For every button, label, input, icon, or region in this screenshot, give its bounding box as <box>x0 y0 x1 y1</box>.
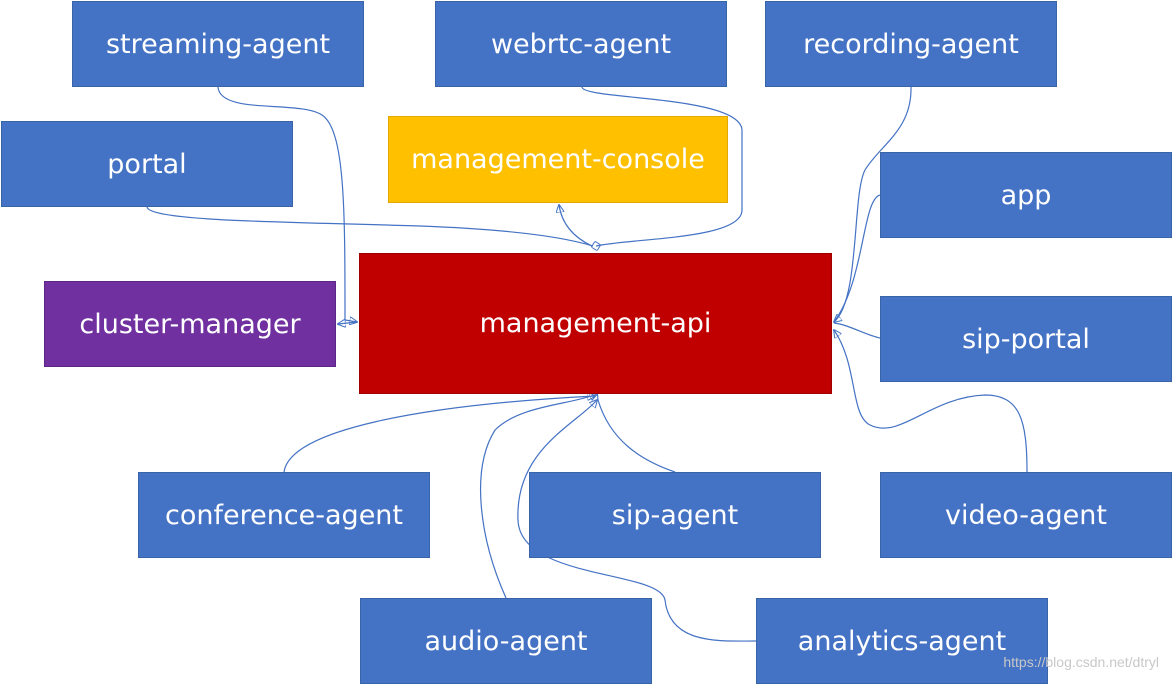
analytics-agent-label: analytics-agent <box>797 625 1007 657</box>
audio-agent-label: audio-agent <box>424 625 588 657</box>
webrtc-agent-box: webrtc-agent <box>435 1 727 87</box>
portal-label: portal <box>107 148 187 180</box>
analytics-agent-box: analytics-agent <box>756 598 1048 684</box>
edge-conference-to-api <box>283 396 595 473</box>
edge-streaming-to-api <box>217 86 357 322</box>
audio-agent-box: audio-agent <box>360 598 652 684</box>
edge-webrtc-to-api <box>581 86 743 246</box>
app-label: app <box>1000 179 1052 211</box>
edge-recording-to-api <box>834 86 912 322</box>
sip-agent-label: sip-agent <box>611 499 739 531</box>
edge-api-to-console <box>559 205 593 247</box>
edge-analytics-to-api <box>517 400 757 642</box>
video-agent-box: video-agent <box>880 472 1172 558</box>
cluster-manager-label: cluster-manager <box>79 308 301 340</box>
edge-api-to-cluster-manager <box>338 322 358 324</box>
management-api-box: management-api <box>359 253 832 394</box>
portal-box: portal <box>1 121 293 207</box>
conference-agent-box: conference-agent <box>138 472 430 558</box>
recording-agent-box: recording-agent <box>765 1 1057 87</box>
management-console-box: management-console <box>388 116 728 203</box>
recording-agent-label: recording-agent <box>803 28 1019 60</box>
sip-portal-box: sip-portal <box>880 296 1172 382</box>
app-box: app <box>880 152 1172 238</box>
sip-agent-box: sip-agent <box>529 472 821 558</box>
sip-portal-label: sip-portal <box>962 323 1090 355</box>
management-api-label: management-api <box>479 308 712 339</box>
video-agent-label: video-agent <box>945 499 1107 531</box>
streaming-agent-label: streaming-agent <box>105 28 331 60</box>
edge-portal-to-api <box>146 206 594 247</box>
conference-agent-label: conference-agent <box>164 499 404 531</box>
management-console-label: management-console <box>411 144 705 175</box>
watermark: https://blog.csdn.net/dtryl <box>1003 654 1159 670</box>
streaming-agent-box: streaming-agent <box>72 1 364 87</box>
cluster-manager-box: cluster-manager <box>44 281 336 367</box>
edge-video-to-api <box>834 330 1028 473</box>
edge-audio-to-api <box>480 394 597 599</box>
edge-app-to-api <box>833 194 881 323</box>
edge-sipportal-to-api <box>833 322 881 339</box>
webrtc-agent-label: webrtc-agent <box>490 28 672 60</box>
